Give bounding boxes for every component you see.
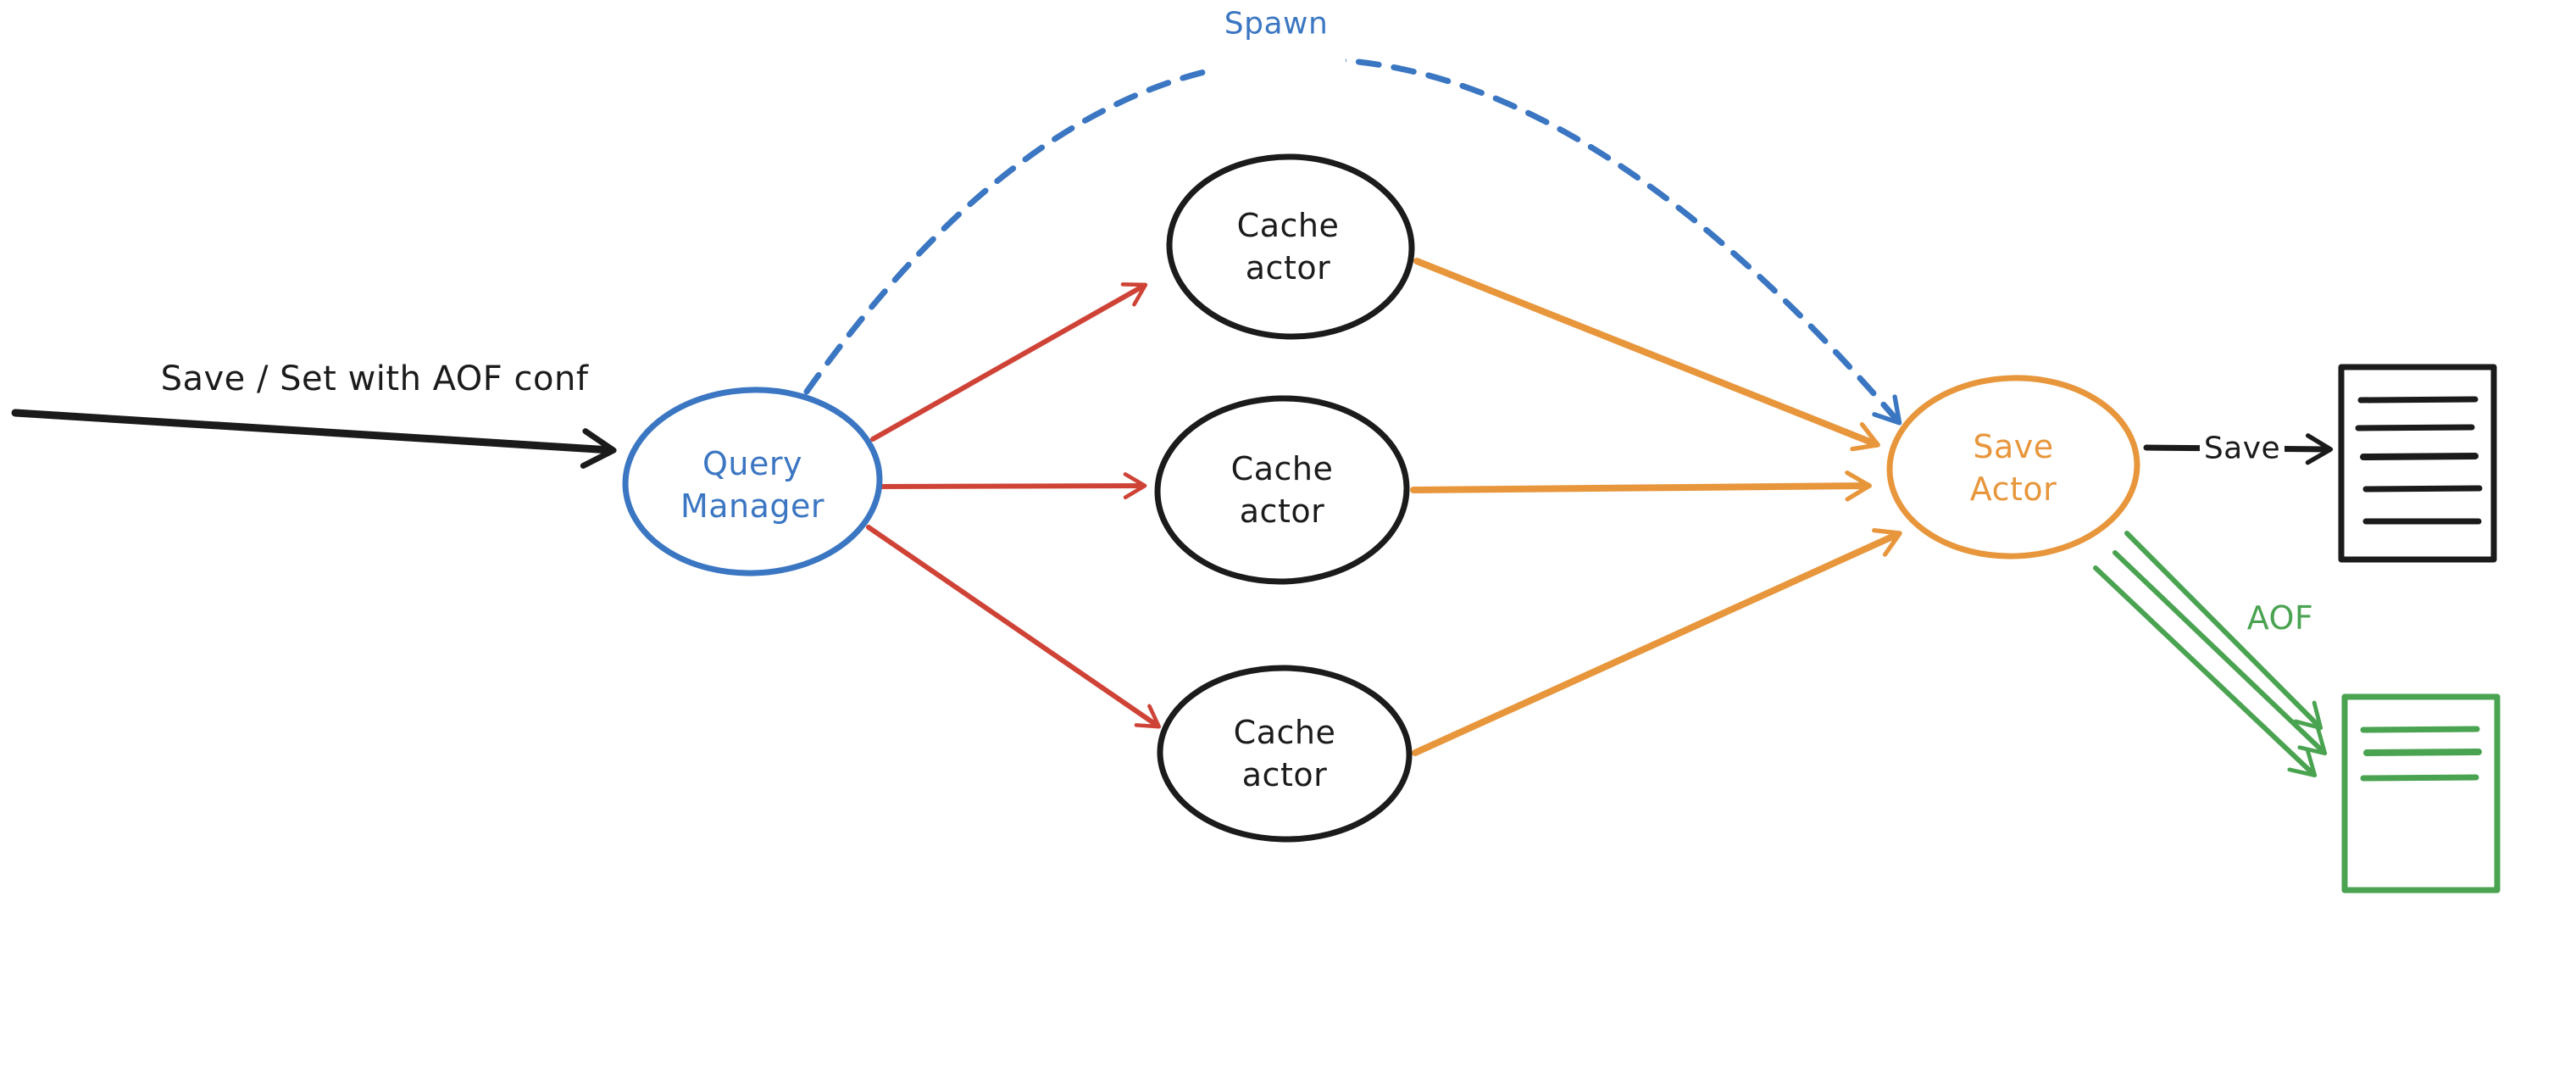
- cache-actor-3-label-line1: Cache: [1234, 714, 1336, 751]
- cache-actor-3-label-line2: actor: [1242, 756, 1327, 793]
- aof-file-text-line-3: [2360, 774, 2479, 782]
- collect-arrow-bottom: [1412, 528, 1902, 756]
- cache-actor-1-label-line1: Cache: [1237, 207, 1340, 244]
- input-arrow-label: Save / Set with AOF conf: [161, 359, 589, 398]
- aof-file-text-line-1: [2360, 726, 2480, 733]
- spawn-edge: Spawn: [803, 7, 1902, 426]
- aof-arrow-2: [2112, 550, 2328, 756]
- aof-file-text-line-2: [2363, 749, 2482, 756]
- collect-arrow-top: [1413, 258, 1880, 452]
- query-manager-label-line1: Query: [702, 445, 802, 482]
- save-file-text-line-1: [2357, 396, 2479, 404]
- save-actor-node: Save Actor: [1886, 375, 2140, 559]
- dispatch-arrow-middle: [872, 472, 1147, 500]
- aof-file-icon: [2341, 693, 2501, 894]
- input-arrow-line: [11, 409, 617, 469]
- save-label: Save: [2204, 431, 2280, 466]
- aof-arrow-3: [2093, 565, 2318, 778]
- cache-actor-2-ellipse: [1154, 395, 1410, 585]
- aof-arrow-1: [2124, 531, 2323, 731]
- cache-actor-2-label-line2: actor: [1240, 493, 1324, 530]
- input-arrow: Save / Set with AOF conf: [11, 359, 617, 469]
- cache-actor-node-1: Cache actor: [1166, 153, 1415, 340]
- save-file-outline: [2338, 364, 2497, 563]
- collect-arrow-middle: [1410, 470, 1873, 502]
- save-file-icon: [2338, 364, 2497, 563]
- query-manager-ellipse: [622, 387, 883, 576]
- collect-arrows: [1410, 258, 1902, 756]
- aof-file-outline: [2341, 693, 2501, 894]
- save-actor-label-line1: Save: [1973, 428, 2053, 465]
- dispatch-arrow-bottom: [866, 525, 1162, 729]
- save-actor-label-line2: Actor: [1970, 470, 2057, 508]
- dispatch-arrows: [866, 282, 1162, 729]
- save-file-text-line-3: [2360, 453, 2479, 460]
- aof-label: AOF: [2247, 599, 2314, 637]
- spawn-edge-line: [803, 56, 1902, 426]
- cache-actor-1-ellipse: [1166, 153, 1415, 340]
- dispatch-arrow-top: [870, 282, 1148, 442]
- cache-actor-node-2: Cache actor: [1154, 395, 1410, 585]
- cache-actor-2-label-line1: Cache: [1231, 450, 1334, 487]
- cache-actor-3-ellipse: [1157, 665, 1413, 843]
- save-file-text-line-2: [2355, 424, 2475, 431]
- aof-edge: AOF: [2093, 531, 2328, 778]
- cache-actor-node-3: Cache actor: [1157, 665, 1413, 843]
- save-edge: Save: [2143, 428, 2334, 469]
- query-manager-label-line2: Manager: [680, 487, 824, 525]
- save-label-background: [2200, 428, 2285, 469]
- save-file-text-line-4: [2362, 485, 2483, 493]
- query-manager-node: Query Manager: [622, 387, 883, 576]
- cache-actor-1-label-line2: actor: [1246, 249, 1330, 287]
- spawn-label-background: [1212, 32, 1346, 81]
- save-actor-ellipse: [1886, 375, 2140, 559]
- spawn-label: Spawn: [1224, 7, 1329, 42]
